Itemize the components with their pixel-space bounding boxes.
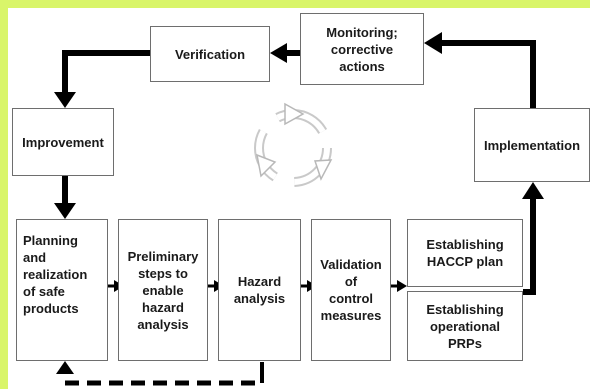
arrowhead-feedback-planning — [56, 361, 74, 374]
recycle-cycle-icon — [254, 102, 333, 187]
arrow-establishing-to-implementation — [523, 197, 536, 295]
arrowhead-monitoring — [424, 32, 442, 54]
hazard-analysis-box: Hazard analysis — [218, 219, 301, 361]
arrow-verification-to-improvement — [62, 50, 150, 94]
preliminary-box: Preliminary steps to enable hazard analy… — [118, 219, 208, 361]
arrowhead-improvement — [54, 92, 76, 108]
planning-box: Planning and realization of safe product… — [16, 219, 108, 361]
arrow-implementation-to-monitoring — [440, 40, 536, 108]
establishing-prps-box: Establishing operational PRPs — [407, 291, 523, 361]
improvement-box: Improvement — [12, 108, 114, 176]
arrowhead-verification — [270, 43, 287, 63]
implementation-box: Implementation — [474, 108, 590, 182]
arrowhead-implementation — [522, 182, 544, 199]
verification-box: Verification — [150, 26, 270, 82]
validation-box: Validation of control measures — [311, 219, 391, 361]
establishing-haccp-box: Establishing HACCP plan — [407, 219, 523, 287]
arrowhead-planning — [54, 203, 76, 219]
monitoring-box: Monitoring; corrective actions — [300, 13, 424, 85]
arrowhead-establishing — [397, 280, 407, 292]
